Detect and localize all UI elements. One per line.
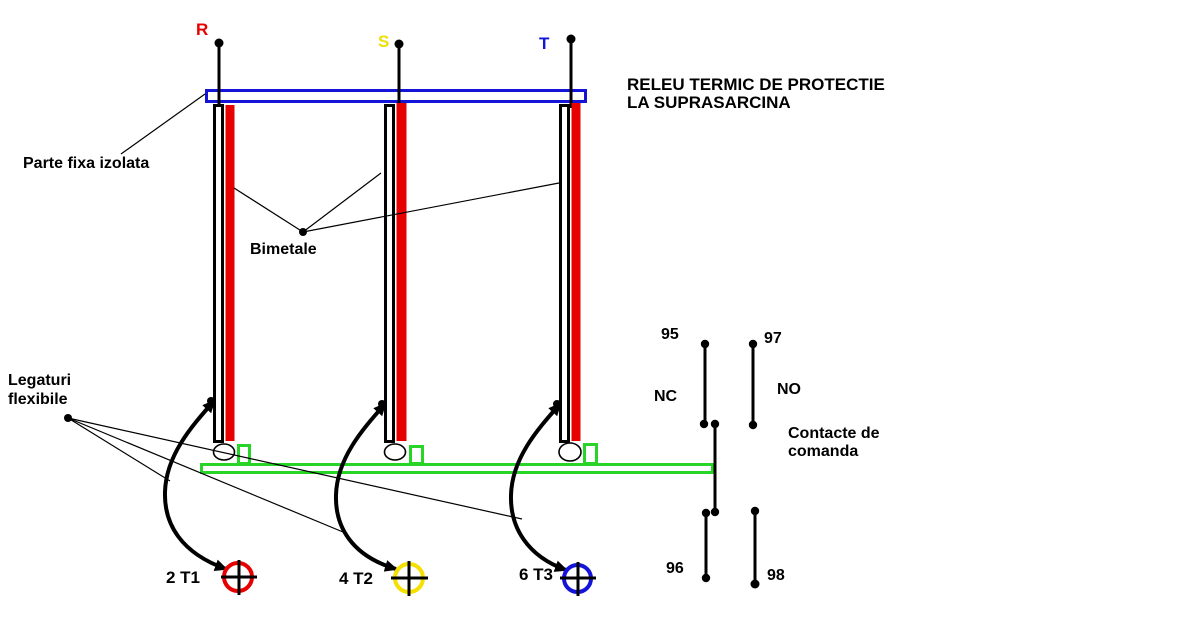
leader-flex-3 [67, 417, 523, 520]
label-legaturi-line1: Legaturi [8, 372, 72, 389]
flex-wire-2 [333, 402, 398, 572]
phase-leads [217, 41, 573, 112]
terminal-label-t3: 6 T3 [519, 565, 554, 584]
lead-dot-r [214, 38, 224, 48]
fixed-insulated-bar [205, 89, 587, 103]
trip-pushers [237, 443, 598, 465]
label-no: NO [777, 381, 801, 398]
pusher-2 [409, 445, 424, 465]
leader-bimetal-3 [302, 182, 560, 233]
pivot-2 [383, 443, 407, 461]
label-legaturi-line2: flexibile [8, 391, 68, 408]
contact-dots [699, 339, 760, 589]
terminal-label-t2: 4 T2 [339, 569, 374, 588]
phase-label-s: S [378, 32, 390, 51]
bimetal-1-steel [213, 104, 224, 443]
label-parte-fixa: Parte fixa izolata [23, 155, 150, 172]
terminal-label-t1: 2 T1 [166, 568, 201, 587]
leader-bimetal-2 [302, 172, 382, 233]
leader-bimetal-1 [233, 187, 304, 233]
terminal-symbols [221, 560, 596, 596]
label-contacte-line2: comanda [788, 443, 859, 460]
bimetal-2-steel [384, 104, 395, 443]
bimetal-strips [213, 103, 581, 443]
bimetal-3-red [571, 103, 581, 441]
label-contacte-line1: Contacte de [788, 425, 880, 442]
lead-dot-t [566, 34, 576, 44]
label-bimetale: Bimetale [250, 241, 317, 258]
contact-number-98: 98 [767, 567, 785, 584]
bimetal-2-red [396, 103, 407, 441]
contact-number-96: 96 [666, 560, 684, 577]
contact-number-95: 95 [661, 326, 679, 343]
leader-flex-2 [67, 417, 344, 533]
leader-dot-legaturi [64, 414, 72, 422]
diagram-title-line2: LA SUPRASARCINA [627, 93, 791, 112]
contact-number-97: 97 [764, 330, 782, 347]
phase-label-r: R [196, 20, 209, 39]
lead-dot-s [394, 39, 404, 49]
pusher-3 [583, 443, 598, 465]
bimetal-3-steel [559, 104, 570, 443]
diagram-title-line1: RELEU TERMIC DE PROTECTIE [627, 75, 885, 94]
flex-wire-1 [162, 399, 228, 571]
aux-contacts [703, 345, 757, 584]
leader-dot-bimetale [299, 228, 307, 236]
pivot-3 [558, 442, 582, 462]
pusher-1 [237, 444, 251, 465]
trip-bar [200, 463, 714, 474]
label-nc: NC [654, 388, 678, 405]
phase-label-t: T [539, 34, 550, 53]
flexible-wires [162, 399, 568, 572]
leader-parte-fixa [120, 93, 206, 155]
pivot-1 [212, 443, 236, 461]
flex-wire-3 [508, 402, 568, 572]
phase-lead-dots [214, 34, 576, 49]
leader-flex-1 [67, 417, 171, 482]
wire-attach-dots [207, 397, 561, 408]
bimetal-1-red [225, 105, 235, 441]
